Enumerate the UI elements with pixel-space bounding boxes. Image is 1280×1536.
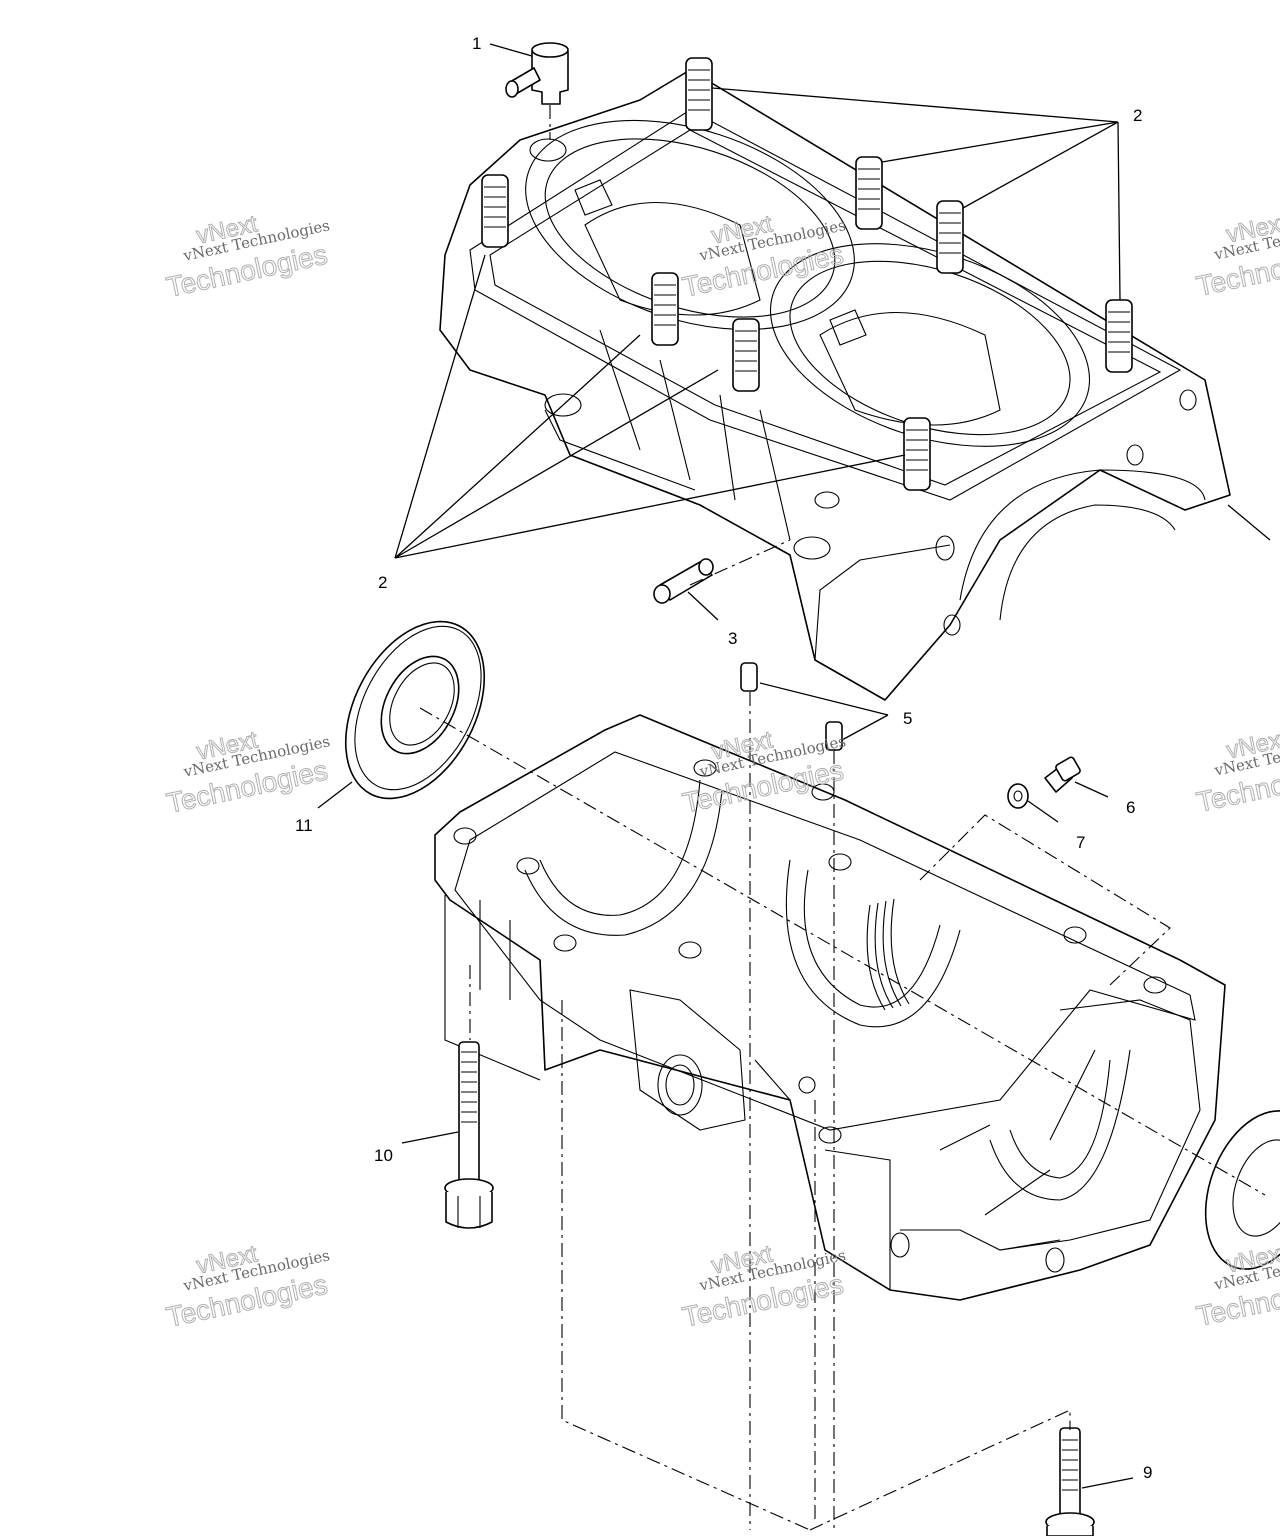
stud-2 xyxy=(481,174,509,248)
stud-4 xyxy=(936,200,964,274)
callout-1: 1 xyxy=(472,34,481,53)
stud-5 xyxy=(651,272,679,346)
watermark-4: vNext vNext Technologies Technologies xyxy=(163,726,331,820)
dowel-pins xyxy=(740,662,843,751)
callout-2-left: 2 xyxy=(378,573,387,592)
watermark-6: vNext vNext Technologies Technologies xyxy=(1193,725,1280,819)
cylinder-studs xyxy=(481,57,1133,491)
fitting-3 xyxy=(653,558,714,604)
oil-seal-11 xyxy=(344,620,486,800)
bolt-6 xyxy=(1044,756,1081,793)
watermark-1: vNext vNext Technologies Technologies xyxy=(163,210,331,304)
stud-8 xyxy=(903,417,931,491)
upper-crankcase xyxy=(439,69,1231,701)
bolt-9 xyxy=(1045,1427,1095,1536)
callout-7: 7 xyxy=(1076,833,1085,852)
callout-labels: 1 2 2 3 5 6 7 9 10 11 xyxy=(295,34,1152,1482)
callout-3: 3 xyxy=(728,629,737,648)
washer-7 xyxy=(1007,783,1029,809)
callout-10: 10 xyxy=(374,1146,393,1165)
leader-lines xyxy=(317,43,1271,1489)
alignment-lines xyxy=(419,105,1266,1531)
elbow-fitting xyxy=(505,42,569,105)
bolt-10 xyxy=(444,1041,494,1229)
callout-2-top: 2 xyxy=(1133,106,1142,125)
stud-1 xyxy=(685,57,713,131)
callout-6: 6 xyxy=(1126,798,1135,817)
callout-5: 5 xyxy=(903,709,912,728)
oil-seal-right xyxy=(1204,1110,1280,1270)
watermark-3: vNext vNext Technologies Technologies xyxy=(1193,209,1280,303)
stud-6 xyxy=(732,318,760,392)
lower-crankcase xyxy=(434,714,1226,1301)
stud-7 xyxy=(1105,299,1133,373)
callout-11: 11 xyxy=(295,816,313,835)
watermark-7: vNext vNext Technologies Technologies xyxy=(163,1240,331,1334)
stud-3 xyxy=(855,156,883,230)
callout-9: 9 xyxy=(1143,1463,1152,1482)
